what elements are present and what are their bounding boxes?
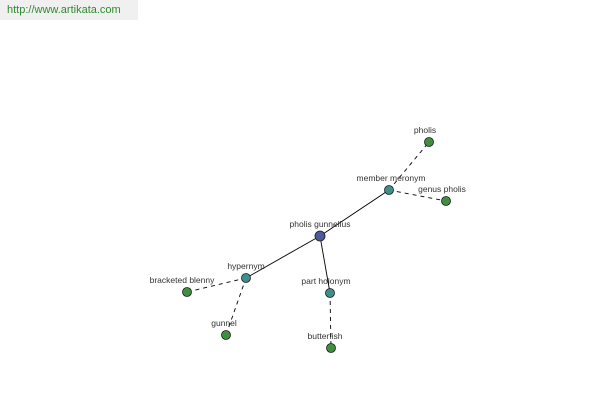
edge-member-pholis <box>388 141 430 191</box>
node-label-butterfish[interactable]: butterfish <box>308 331 343 341</box>
node-label-pholis[interactable]: pholis <box>414 125 436 135</box>
node-center[interactable] <box>314 230 326 242</box>
edge-part-butterfish <box>329 292 332 349</box>
node-label-member[interactable]: member meronym <box>357 173 426 183</box>
graph-labels: pholis gunnellus member meronym hypernym pa… <box>150 125 466 341</box>
edge-center-hyper <box>245 235 321 279</box>
node-bracketed[interactable] <box>182 287 192 297</box>
node-hyper[interactable] <box>241 273 251 283</box>
node-label-center[interactable]: pholis gunnellus <box>290 219 351 229</box>
edge-member-genus <box>388 189 447 202</box>
node-butterfish[interactable] <box>326 343 336 353</box>
node-pholis[interactable] <box>424 137 434 147</box>
graph-edges <box>186 141 447 349</box>
node-gunnel[interactable] <box>221 330 231 340</box>
source-url-link[interactable]: http://www.artikata.com <box>0 0 138 20</box>
node-label-genus[interactable]: genus pholis <box>418 184 466 194</box>
node-genus[interactable] <box>441 196 451 206</box>
graph-nodes <box>182 137 451 353</box>
node-member[interactable] <box>384 185 394 195</box>
node-label-hyper[interactable]: hypernym <box>227 261 264 271</box>
node-label-part[interactable]: part holonym <box>301 276 350 286</box>
edge-hyper-bracketed <box>186 277 247 293</box>
edge-center-part <box>319 235 331 294</box>
edge-hyper-gunnel <box>225 277 247 336</box>
edge-center-member <box>319 189 390 237</box>
node-label-gunnel[interactable]: gunnel <box>211 318 237 328</box>
node-part[interactable] <box>325 288 335 298</box>
node-label-bracketed[interactable]: bracketed blenny <box>150 275 215 285</box>
